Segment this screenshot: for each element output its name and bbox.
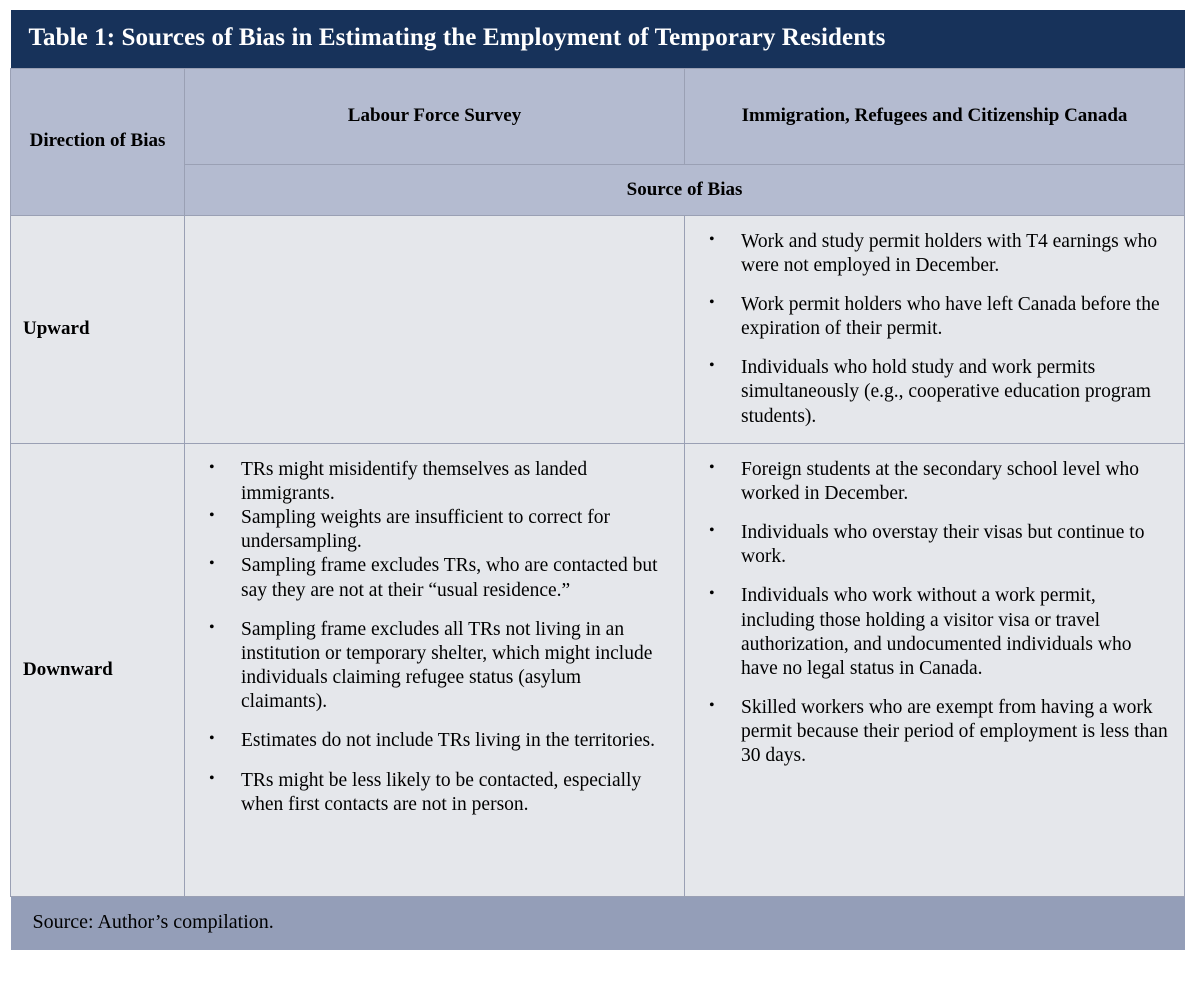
table-title: Table 1: Sources of Bias in Estimating t… — [10, 10, 1185, 68]
table-title-row: Table 1: Sources of Bias in Estimating t… — [10, 10, 1185, 68]
bullet-item: Foreign students at the secondary school… — [695, 457, 1168, 506]
header-ircc: Immigration, Refugees and Citizenship Ca… — [683, 67, 1186, 165]
cell-downward-ircc: Foreign students at the secondary school… — [683, 442, 1186, 897]
bullet-item: TRs might misidentify themselves as land… — [195, 457, 668, 506]
table-footer-row: Source: Author’s compilation. — [10, 896, 1185, 950]
header-direction-of-bias: Direction of Bias — [10, 67, 185, 216]
subheader-source-of-bias: Source of Bias — [183, 163, 1186, 216]
table-container: Table 1: Sources of Bias in Estimating t… — [10, 10, 1186, 996]
bullet-item: Individuals who hold study and work perm… — [695, 355, 1168, 429]
bullet-list-downward-lfs: TRs might misidentify themselves as land… — [185, 444, 684, 831]
table-source-note: Source: Author’s compilation. — [10, 896, 1185, 950]
bullet-item: Sampling weights are insufficient to cor… — [195, 505, 668, 554]
bullet-item: Individuals who overstay their visas but… — [695, 520, 1168, 569]
bullet-item: TRs might be less likely to be contacted… — [195, 768, 668, 817]
bullet-item: Skilled workers who are exempt from havi… — [695, 695, 1168, 769]
bullet-list-downward-ircc: Foreign students at the secondary school… — [685, 444, 1184, 783]
bullet-item: Individuals who work without a work perm… — [695, 583, 1168, 681]
bullet-item: Work permit holders who have left Canada… — [695, 292, 1168, 341]
table-row-downward: Downward TRs might misidentify themselve… — [10, 442, 1186, 897]
cell-downward-lfs: TRs might misidentify themselves as land… — [184, 442, 685, 897]
bias-sources-table: Table 1: Sources of Bias in Estimating t… — [10, 10, 1186, 950]
cell-upward-ircc: Work and study permit holders with T4 ea… — [683, 214, 1186, 444]
cell-upward-lfs — [184, 214, 685, 444]
bullet-list-upward-lfs — [185, 216, 684, 244]
bullet-list-upward-ircc: Work and study permit holders with T4 ea… — [685, 216, 1184, 443]
table-row-upward: Upward Work and study permit holders wit… — [10, 214, 1186, 444]
bullet-item: Sampling frame excludes all TRs not livi… — [195, 617, 668, 715]
bullet-item: Estimates do not include TRs living in t… — [195, 728, 668, 753]
bullet-item: Work and study permit holders with T4 ea… — [695, 228, 1168, 278]
header-labour-force-survey: Labour Force Survey — [184, 67, 685, 165]
row-label-downward: Downward — [10, 442, 185, 897]
bullet-item: Sampling frame excludes TRs, who are con… — [195, 553, 668, 602]
row-label-upward: Upward — [10, 214, 185, 444]
table-subheader-row: Source of Bias — [11, 163, 1186, 216]
table-header-row: Direction of Bias Labour Force Survey Im… — [10, 67, 1186, 216]
